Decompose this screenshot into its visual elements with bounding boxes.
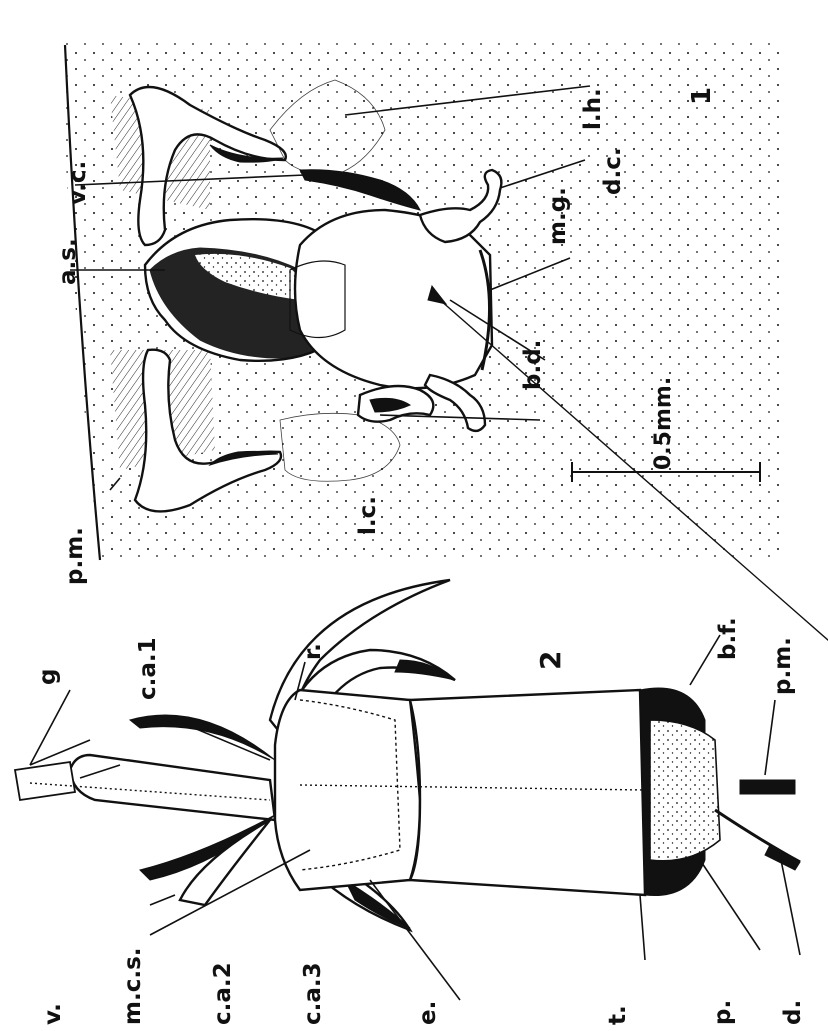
label-bd: b.d.: [520, 340, 546, 390]
label-ca2: c.a.2: [210, 962, 236, 1025]
duct: [715, 810, 800, 862]
leader-ca1: [175, 720, 270, 760]
leader-d: [780, 855, 800, 955]
penis-mass: [740, 780, 795, 794]
label-pm-bottom: p.m.: [770, 637, 796, 695]
label-bf: b.f.: [715, 617, 741, 660]
whole-organ-figure: [15, 580, 800, 1000]
leader-g: [30, 690, 70, 765]
leader-ca2: [150, 895, 175, 905]
label-vc: v.c.: [65, 161, 91, 205]
figure-number: 2: [534, 651, 567, 670]
main-tube: [410, 690, 645, 895]
detail-figure: [60, 40, 780, 560]
leader-pm-bottom: [765, 700, 775, 775]
leader-e: [370, 880, 460, 1000]
label-g: g: [35, 669, 61, 685]
label-p: p.: [710, 1000, 736, 1025]
label-lc: l.c.: [355, 496, 381, 535]
collar: [275, 690, 420, 890]
label-lh: l.h.: [580, 88, 606, 130]
label-d: d.: [780, 1000, 806, 1025]
label-ca3: c.a.3: [300, 962, 326, 1025]
leader-t: [640, 895, 645, 960]
label-v: v.: [40, 1003, 66, 1025]
label-as: a.s.: [55, 238, 81, 285]
label-ca1: c.a.1: [135, 637, 161, 700]
scale-bar-label: 0.5mm.: [651, 377, 676, 470]
plate-number: 1: [687, 87, 717, 105]
leader-p: [700, 860, 760, 950]
label-pm-top: p.m.: [62, 527, 88, 585]
label-mcs: m.c.s.: [120, 947, 146, 1025]
label-mg: m.g.: [545, 187, 571, 245]
label-r: r.: [300, 643, 326, 660]
label-t: t.: [605, 1005, 631, 1025]
sheath-tip: [15, 762, 75, 800]
basal-fold-center: [650, 720, 720, 861]
label-dc: d.c.: [600, 147, 626, 195]
label-e: e.: [415, 1001, 441, 1025]
